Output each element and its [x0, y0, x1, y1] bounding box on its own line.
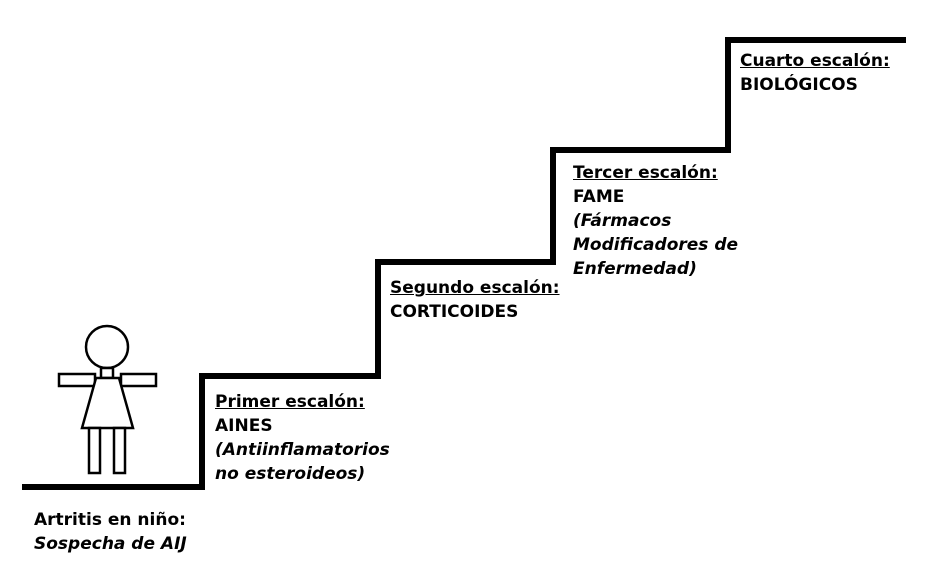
step-4-label: Cuarto escalón: BIOLÓGICOS [740, 49, 890, 97]
child-figure-icon [57, 324, 158, 475]
step-3-name: FAME [573, 187, 625, 207]
start-line-2: Sospecha de AIJ [34, 534, 187, 554]
child-leg-left [87, 426, 102, 475]
start-line-1: Artritis en niño: [34, 510, 186, 530]
child-arm-left [57, 372, 97, 388]
child-dress [80, 376, 135, 430]
step-1-name: AINES [215, 416, 273, 436]
child-leg-right [112, 426, 127, 475]
step-1-label: Primer escalón: AINES (Antiinflamatorios… [215, 390, 390, 486]
step-3-detail-1: (Fármacos [573, 211, 672, 231]
child-neck [99, 366, 115, 380]
step-1-detail-2: no esteroideos) [215, 464, 366, 484]
step-1-detail-1: (Antiinflamatorios [215, 440, 390, 460]
step-3-heading: Tercer escalón: [573, 163, 718, 183]
step-2-label: Segundo escalón: CORTICOIDES [390, 276, 560, 324]
staircase-line [22, 37, 906, 490]
step-3-detail-2: Modificadores de [573, 235, 739, 255]
start-label: Artritis en niño: Sospecha de AIJ [34, 508, 187, 556]
step-2-name: CORTICOIDES [390, 302, 519, 322]
step-3-detail-3: Enfermedad) [573, 259, 697, 279]
step-1-heading: Primer escalón: [215, 392, 365, 412]
child-head [84, 324, 130, 370]
step-2-heading: Segundo escalón: [390, 278, 560, 298]
child-arm-right [119, 372, 158, 388]
step-4-name: BIOLÓGICOS [740, 75, 858, 95]
step-4-heading: Cuarto escalón: [740, 51, 890, 71]
step-3-label: Tercer escalón: FAME (Fármacos Modificad… [573, 161, 738, 281]
